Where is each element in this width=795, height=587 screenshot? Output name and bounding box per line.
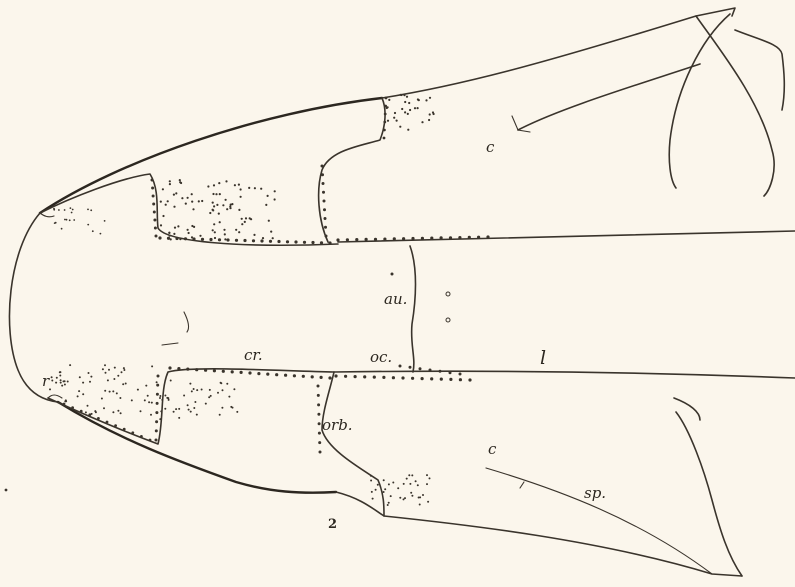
- lower-rostral-plate: [48, 369, 334, 444]
- label-oc: oc.: [370, 348, 392, 366]
- label-c-upper: c: [486, 138, 495, 156]
- label-c-lower: c: [488, 440, 497, 458]
- lower-orbital-plate: [322, 372, 384, 516]
- label-sp: sp.: [584, 484, 606, 502]
- label-r: r: [42, 372, 50, 390]
- right-side-structures: [486, 14, 784, 576]
- sensory-canal-stipple: [49, 94, 490, 506]
- label-au: au.: [384, 290, 407, 308]
- label-l: l: [540, 347, 546, 369]
- label-orb: orb.: [322, 416, 353, 434]
- figure-number: 2: [328, 517, 337, 532]
- upper-rostral-plate: [40, 174, 338, 245]
- annotation-labels: c au. cr. oc. l r orb. c sp. 2: [42, 138, 606, 532]
- upper-cheek-plate: [319, 64, 700, 242]
- skull-outline: [9, 8, 742, 576]
- label-cr: cr.: [244, 346, 263, 364]
